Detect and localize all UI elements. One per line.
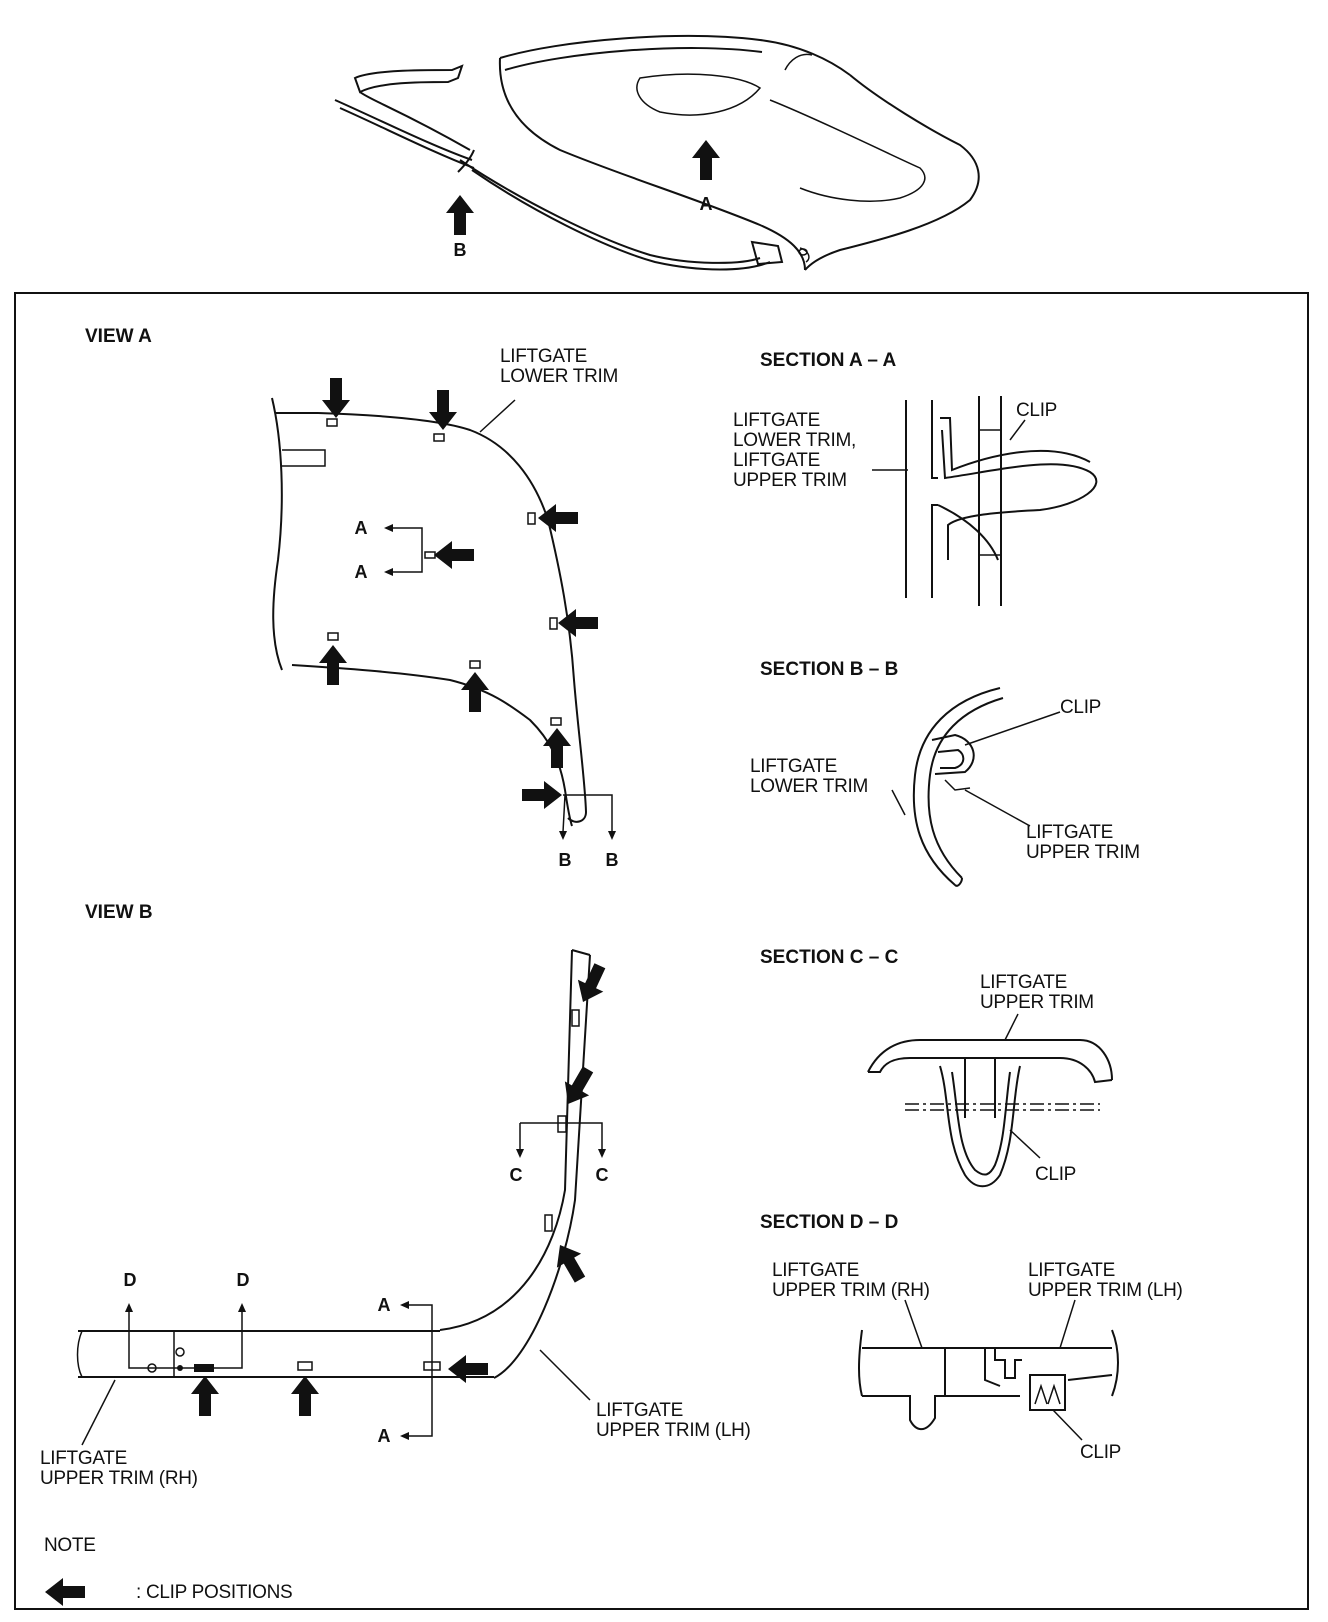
- section-bb-clip-label: CLIP: [1060, 697, 1101, 718]
- view-b-cut-a-bottom: A: [378, 1426, 391, 1446]
- section-dd-lh-2: UPPER TRIM (LH): [1028, 1280, 1183, 1301]
- section-bb-lower-1: LIFTGATE: [750, 756, 837, 777]
- view-b-rh-label-2: UPPER TRIM (RH): [40, 1468, 198, 1489]
- section-dd-rh-1: LIFTGATE: [772, 1260, 859, 1281]
- section-dd-clip-label: CLIP: [1080, 1442, 1121, 1463]
- section-aa-label-1: LIFTGATE: [733, 410, 820, 431]
- view-b-lh-label-2: UPPER TRIM (LH): [596, 1420, 751, 1441]
- diagram-frame: [14, 292, 1309, 1610]
- section-aa-clip-label: CLIP: [1016, 400, 1057, 421]
- view-a-cut-a-top: A: [355, 518, 368, 538]
- view-b-cut-c-left: C: [510, 1165, 523, 1185]
- view-b-lh-label-1: LIFTGATE: [596, 1400, 683, 1421]
- view-a-title: VIEW A: [85, 326, 152, 347]
- section-cc-upper-2: UPPER TRIM: [980, 992, 1094, 1013]
- view-a-trim-label-2: LOWER TRIM: [500, 366, 618, 387]
- section-a-a: SECTION A – A LIFTGATE LOWER TRIM, LIFTG…: [733, 350, 1098, 606]
- view-b-cut-a-top: A: [378, 1295, 391, 1315]
- view-b-title: VIEW B: [85, 902, 153, 923]
- section-c-c: SECTION C – C LIFTGATE UPPER TRIM CLIP: [760, 947, 1113, 1188]
- note-legend: NOTE : CLIP POSITIONS: [44, 1535, 293, 1606]
- section-aa-label-2: LOWER TRIM,: [733, 430, 856, 451]
- section-aa-title: SECTION A – A: [760, 350, 896, 371]
- note-legend-text: : CLIP POSITIONS: [136, 1582, 292, 1603]
- view-a-cut-b-left: B: [559, 850, 572, 870]
- overview-label-a: A: [700, 194, 713, 214]
- view-a-cut-b-right: B: [606, 850, 619, 870]
- section-d-d: SECTION D – D LIFTGATE UPPER TRIM (RH) L…: [760, 1212, 1183, 1463]
- note-title: NOTE: [44, 1535, 96, 1556]
- view-b-cut-c-right: C: [596, 1165, 609, 1185]
- section-aa-label-4: UPPER TRIM: [733, 470, 847, 491]
- section-aa-label-3: LIFTGATE: [733, 450, 820, 471]
- view-b-cut-d-right: D: [237, 1270, 250, 1290]
- view-a-cut-a-bottom: A: [355, 562, 368, 582]
- section-dd-title: SECTION D – D: [760, 1212, 898, 1233]
- view-a: VIEW A LIFTGATE LOWER TRIM A: [85, 326, 619, 870]
- section-cc-clip-label: CLIP: [1035, 1164, 1076, 1185]
- section-bb-upper-2: UPPER TRIM: [1026, 842, 1140, 863]
- section-dd-lh-1: LIFTGATE: [1028, 1260, 1115, 1281]
- section-bb-upper-1: LIFTGATE: [1026, 822, 1113, 843]
- overview-label-b: B: [454, 240, 467, 260]
- section-cc-title: SECTION C – C: [760, 947, 899, 968]
- view-b: VIEW B C C A: [40, 902, 751, 1489]
- view-b-cut-d-left: D: [124, 1270, 137, 1290]
- view-b-rh-label-1: LIFTGATE: [40, 1448, 127, 1469]
- section-bb-lower-2: LOWER TRIM: [750, 776, 868, 797]
- section-dd-rh-2: UPPER TRIM (RH): [772, 1280, 930, 1301]
- section-cc-upper-1: LIFTGATE: [980, 972, 1067, 993]
- clip-position-arrow-icon: [45, 1578, 85, 1606]
- section-bb-title: SECTION B – B: [760, 659, 898, 680]
- liftgate-overview-drawing: A B: [334, 35, 980, 271]
- section-b-b: SECTION B – B CLIP LIFTGATE LOWER TRIM L…: [750, 659, 1140, 887]
- view-a-trim-label-1: LIFTGATE: [500, 346, 587, 367]
